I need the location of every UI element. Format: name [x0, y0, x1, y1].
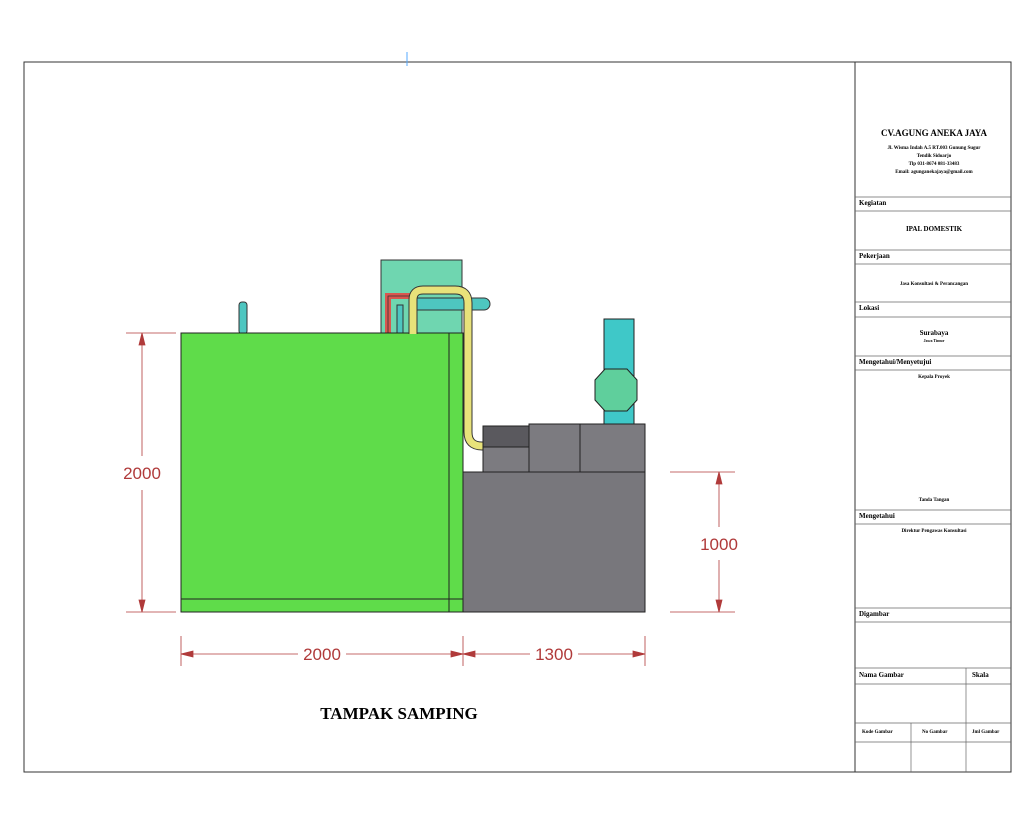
drawing-name-label: Nama Gambar — [859, 671, 904, 679]
blower-unit — [528, 423, 581, 473]
kegiatan-value: IPAL DOMESTIK — [905, 225, 963, 233]
company-name: CV.AGUNG ANEKA JAYA — [881, 128, 987, 138]
footer-no-gambar: No Gambar — [922, 730, 948, 735]
dim-base-width: 1300 — [535, 645, 573, 664]
blue-horizontal-pipe — [409, 297, 491, 311]
dim-base-height: 1000 — [700, 535, 738, 554]
company-phone: Tlp 031-8674 081-33483 — [908, 162, 960, 167]
stack-flange — [594, 368, 638, 412]
company-address-1: Jl. Wisma Indah A.5 RT.003 Gunung Sugur — [887, 146, 981, 151]
dim-tank-width: 2000 — [303, 645, 341, 664]
drawer-label: Digambar — [859, 610, 890, 618]
footer-kode-gambar: Kode Gambar — [862, 730, 893, 735]
title-block-grid — [855, 196, 1011, 772]
dim-tank-height: 2000 — [123, 464, 161, 483]
dimension-lines — [126, 332, 735, 666]
vent-pipe — [238, 301, 248, 335]
lokasi-label: Lokasi — [859, 304, 880, 312]
company-email: Email: agunganekajaya@gmail.com — [895, 170, 973, 175]
lokasi-value: Surabaya — [919, 329, 949, 337]
checker-value: Direktur Pengawas Konsultasi — [901, 529, 967, 534]
machine-base — [462, 471, 646, 613]
footer-jml-gambar: Jml Gambar — [972, 730, 1000, 735]
sheet-border — [23, 61, 1012, 773]
pekerjaan-value: Jasa Konsultasi & Perancangan — [899, 282, 969, 287]
checker-label: Mengetahui — [859, 512, 895, 520]
side-view-drawing — [180, 259, 646, 613]
pekerjaan-label: Pekerjaan — [859, 252, 890, 260]
lokasi-sub: Jawa Timur — [923, 338, 945, 343]
approval-signer: Tanda Tangan — [918, 498, 950, 503]
company-address-2: Tendik Sidoarjo — [916, 154, 952, 159]
kegiatan-label: Kegiatan — [859, 199, 887, 207]
tank-body — [180, 332, 464, 613]
approval-label: Mengetahui/Menyetujui — [859, 358, 932, 366]
approval-sub: Kepala Proyek — [918, 375, 950, 380]
scale-label: Skala — [972, 671, 989, 679]
pipe-stub-left — [396, 304, 404, 336]
view-title: TAMPAK SAMPING — [320, 704, 478, 723]
blower-housing — [579, 423, 646, 473]
